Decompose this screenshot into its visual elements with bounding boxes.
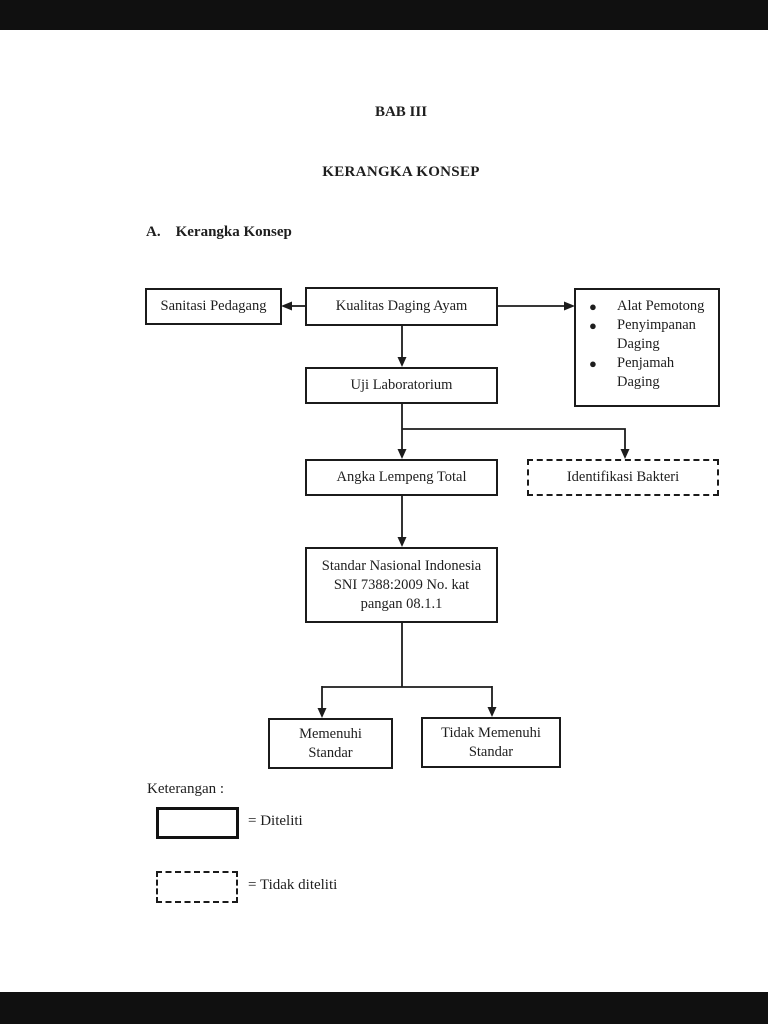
kualitas-daging-ayam-box: Kualitas Daging Ayam [305, 287, 498, 326]
section-title: Kerangka Konsep [175, 224, 292, 240]
kualitas-daging-ayam-label: Kualitas Daging Ayam [335, 298, 468, 314]
faktor-item: ● Penyimpanan Daging [586, 316, 714, 354]
letterbox-top-bar [0, 0, 768, 30]
legend-title: Keterangan : [147, 781, 225, 797]
identifikasi-bakteri-box: Identifikasi Bakteri [527, 459, 719, 496]
faktor-item: ● Alat Pemotong [586, 297, 714, 316]
sni-line-2: SNI 7388:2009 No. kat [333, 576, 470, 593]
faktor-list-box: ● Alat Pemotong ● Penyimpanan Daging ● P… [574, 288, 720, 407]
legend-solid-swatch [156, 807, 239, 839]
letterbox-bottom-bar [0, 992, 768, 1024]
angka-lempeng-total-label: Angka Lempeng Total [336, 469, 467, 485]
uji-laboratorium-label: Uji Laboratorium [350, 377, 453, 393]
identifikasi-bakteri-label: Identifikasi Bakteri [566, 469, 680, 485]
uji-laboratorium-box: Uji Laboratorium [305, 367, 498, 404]
sanitasi-pedagang-box: Sanitasi Pedagang [145, 288, 282, 325]
faktor-item: ● Penjamah Daging [586, 354, 714, 392]
section-letter: A. [146, 224, 161, 240]
chapter-title: BAB III [374, 104, 428, 120]
tidak-memenuhi-standar-label: Tidak Memenuhi Standar [441, 724, 541, 760]
sanitasi-pedagang-label: Sanitasi Pedagang [160, 298, 267, 314]
memenuhi-standar-box: Memenuhi Standar [268, 718, 393, 769]
legend-dashed-label: = Tidak diteliti [248, 877, 338, 893]
sni-line-1: Standar Nasional Indonesia [321, 557, 482, 574]
sni-line-3: pangan 08.1.1 [360, 595, 443, 612]
bullet-icon: ● [589, 318, 597, 333]
tidak-memenuhi-standar-box: Tidak Memenuhi Standar [421, 717, 561, 768]
memenuhi-standar-label: Memenuhi Standar [299, 725, 362, 761]
page-title: KERANGKA KONSEP [322, 164, 480, 180]
sni-box: Standar Nasional Indonesia SNI 7388:2009… [305, 547, 498, 623]
faktor-item-label: Alat Pemotong [617, 298, 705, 314]
legend-dashed-swatch [156, 871, 238, 903]
bullet-icon: ● [589, 356, 597, 371]
legend-solid-label: = Diteliti [248, 813, 303, 829]
faktor-item-label: Penjamah Daging [617, 355, 675, 390]
section-heading: A. Kerangka Konsep [146, 224, 292, 241]
bullet-icon: ● [589, 299, 597, 314]
angka-lempeng-total-box: Angka Lempeng Total [305, 459, 498, 496]
sni-text: Standar Nasional Indonesia SNI 7388:2009… [307, 557, 496, 614]
faktor-item-label: Penyimpanan Daging [617, 317, 696, 352]
